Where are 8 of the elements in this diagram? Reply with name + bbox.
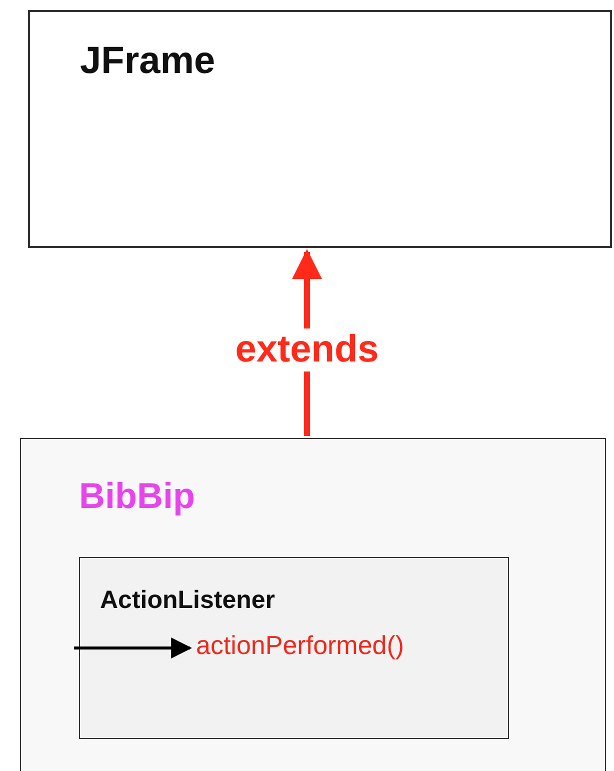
class-name: BibBip bbox=[79, 475, 195, 517]
class-name: JFrame bbox=[80, 40, 216, 83]
interface-box bbox=[79, 557, 509, 739]
method-name: actionPerformed() bbox=[196, 630, 404, 661]
arrow bbox=[74, 638, 192, 658]
class-name: ActionListener bbox=[100, 586, 276, 615]
class-box bbox=[20, 438, 606, 771]
class-box bbox=[28, 10, 612, 248]
